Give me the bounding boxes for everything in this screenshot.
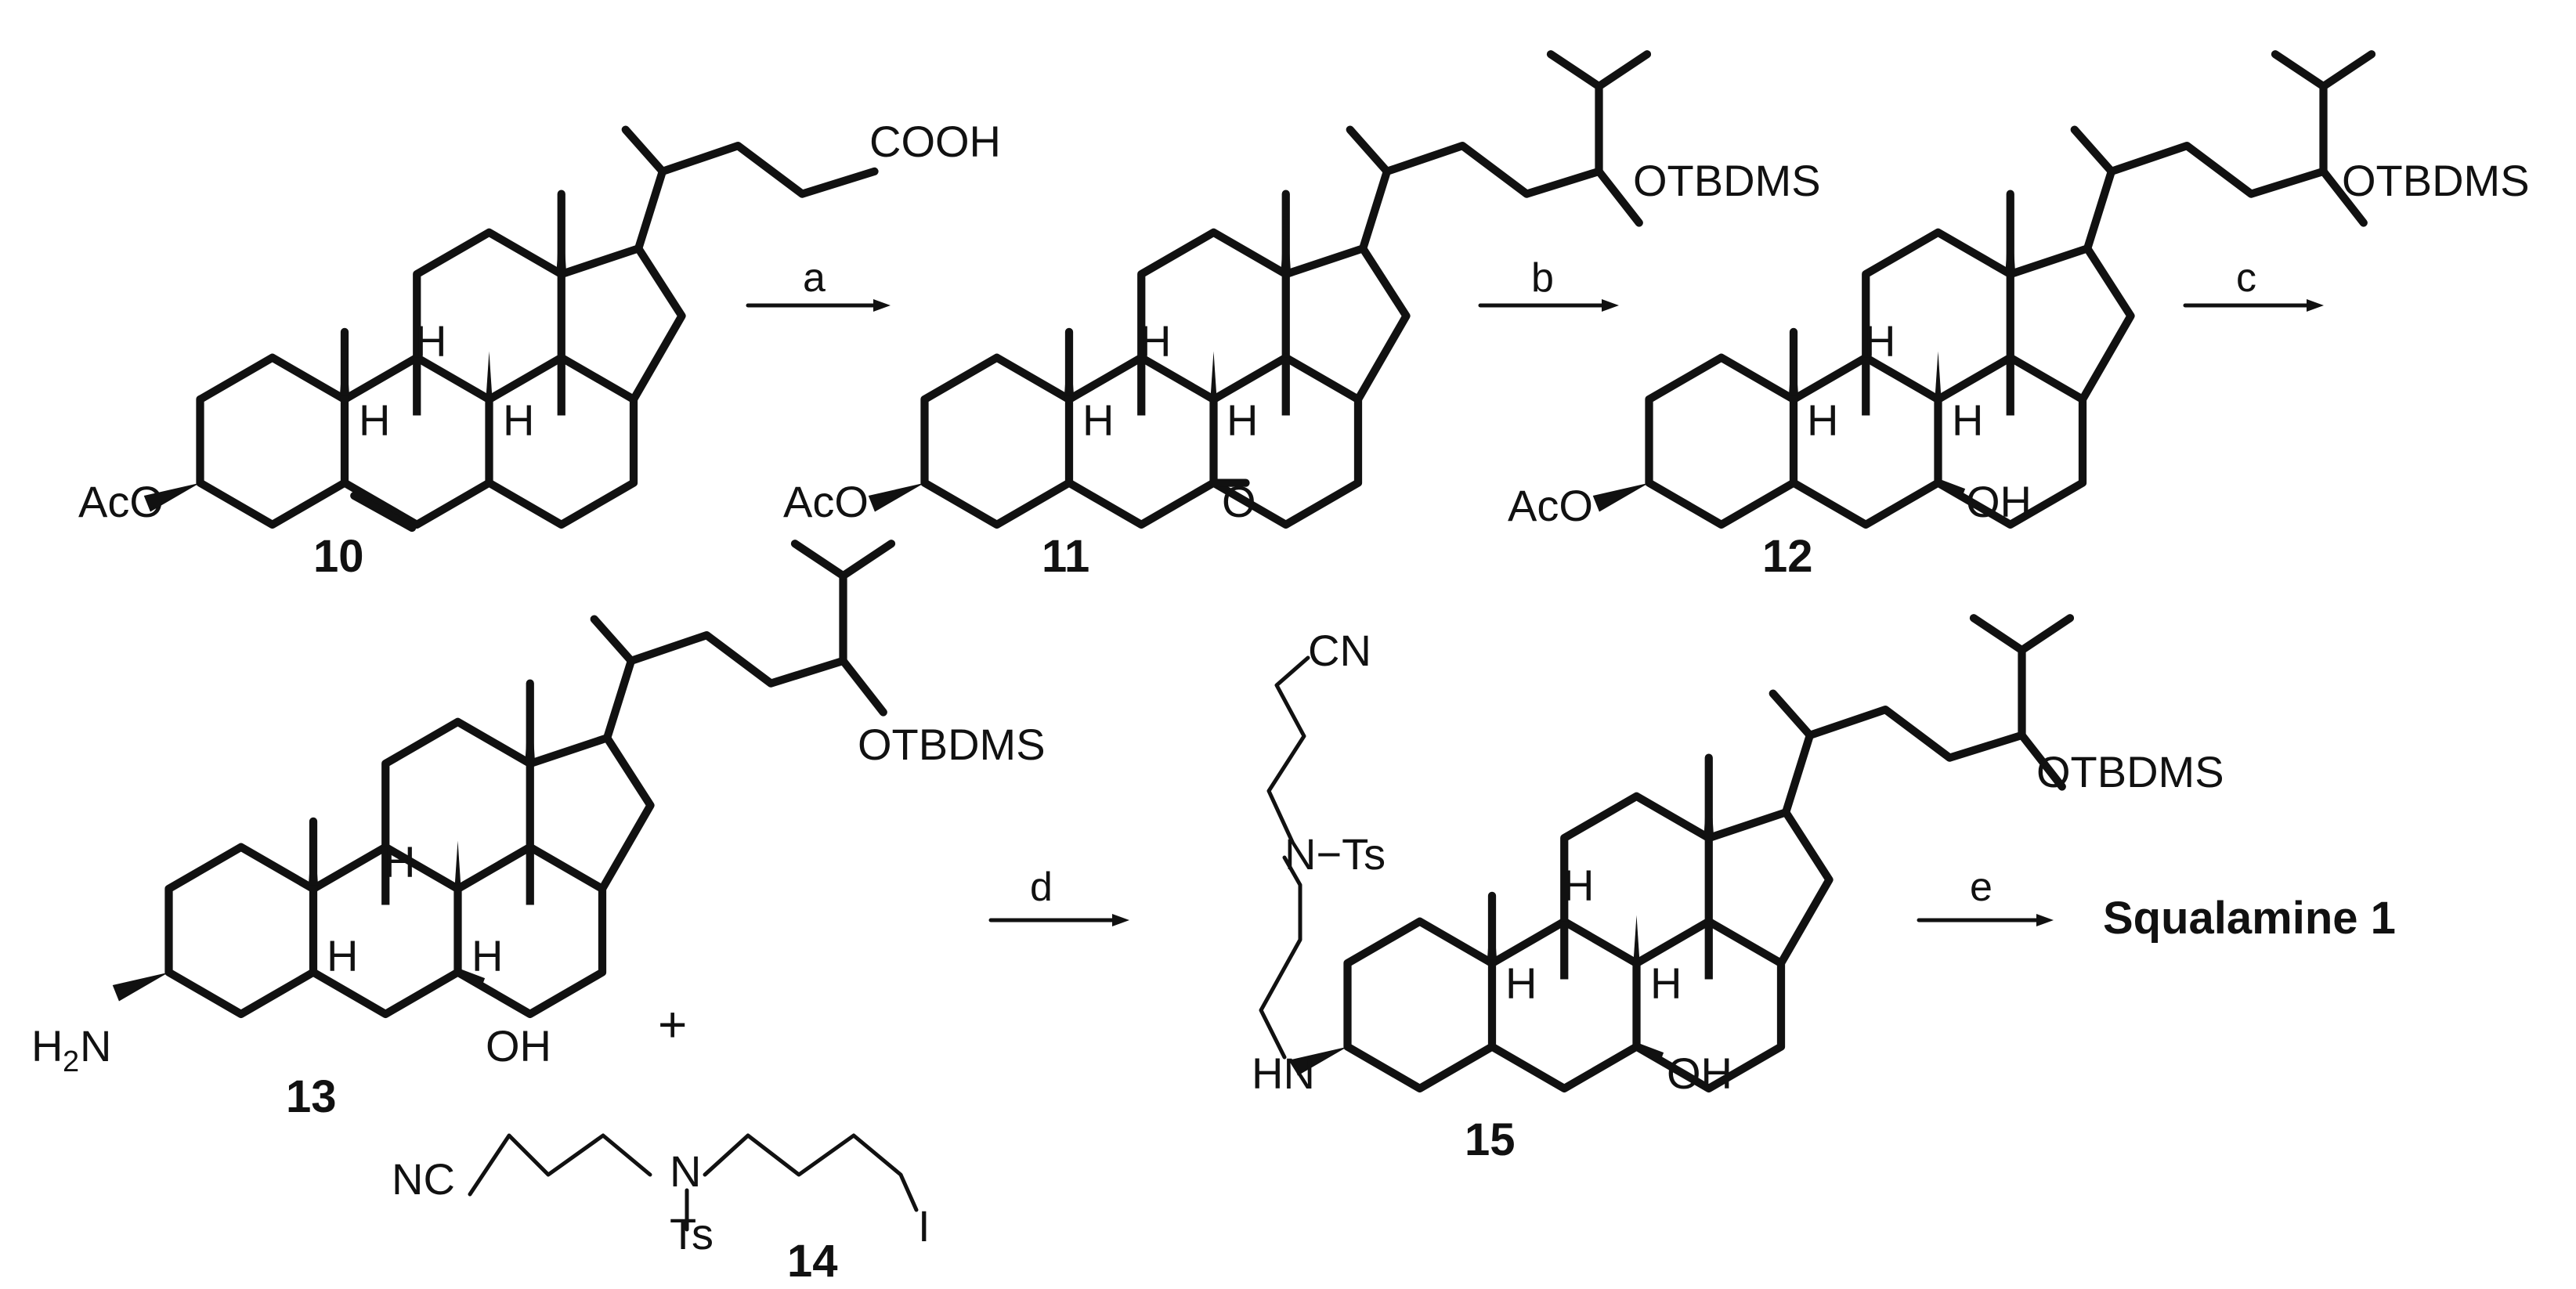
- compound-11-structure: [868, 50, 1652, 525]
- acid-group: COOH: [869, 117, 1001, 166]
- ring-h: H: [327, 931, 358, 980]
- ring-h: H: [1140, 316, 1171, 366]
- iodo-group: I: [918, 1201, 930, 1251]
- reaction-arrow-c: c: [2183, 255, 2324, 312]
- compound-15-aminopropyl-chain: [1259, 655, 1310, 1060]
- hydroxyl-group: OH: [1966, 477, 2032, 526]
- ring-h: H: [1650, 959, 1682, 1008]
- condition-a: a: [803, 255, 826, 301]
- nitrile-group: CN: [1308, 626, 1371, 675]
- condition-c: c: [2236, 255, 2256, 301]
- ring-h: H: [1505, 959, 1537, 1008]
- ring-h: H: [415, 316, 446, 366]
- plus-sign: +: [658, 996, 687, 1053]
- sulfonamide-n: N: [670, 1146, 701, 1196]
- acetoxy-group: AcO: [1508, 481, 1593, 530]
- condition-e: e: [1970, 865, 1993, 910]
- hydroxyl-group: OH: [486, 1021, 551, 1071]
- ketone-oxygen: O: [1222, 477, 1256, 526]
- ring-h: H: [1864, 316, 1895, 366]
- compound-10-structure: [143, 125, 879, 533]
- compound-label-10: 10: [313, 531, 364, 582]
- otbdms-group: OTBDMS: [1633, 156, 1821, 205]
- hydroxyl-group: OH: [1667, 1049, 1732, 1098]
- ring-h: H: [471, 931, 503, 980]
- compound-label-11: 11: [1042, 531, 1089, 582]
- ring-h: H: [1952, 395, 1983, 445]
- amino-subscript: 2: [63, 1045, 79, 1078]
- tosyl-group: Ts: [670, 1209, 714, 1258]
- otbdms-group: OTBDMS: [2036, 747, 2224, 796]
- compound-12-structure: [1592, 50, 2376, 525]
- condition-b: b: [1531, 255, 1554, 301]
- ring-h: H: [384, 837, 415, 886]
- ring-h: H: [1563, 861, 1594, 910]
- otbdms-group: OTBDMS: [858, 720, 1046, 769]
- reaction-arrow-d: d: [988, 865, 1129, 926]
- ring-h: H: [1082, 395, 1114, 445]
- ring-h: H: [359, 395, 390, 445]
- product-label: Squalamine 1: [2103, 893, 2396, 944]
- secondary-amine: HN: [1252, 1049, 1315, 1098]
- compound-label-15: 15: [1465, 1114, 1516, 1165]
- reaction-arrow-e: e: [1917, 865, 2054, 926]
- otbdms-group: OTBDMS: [2342, 156, 2530, 205]
- compound-14-structure: [468, 1133, 919, 1232]
- amino-group: H 2 N: [31, 1021, 111, 1078]
- compound-label-13: 13: [286, 1071, 337, 1122]
- reaction-arrow-a: a: [746, 255, 891, 312]
- acetoxy-group: AcO: [783, 477, 869, 526]
- compound-13-structure: [112, 540, 896, 1014]
- condition-d: d: [1030, 865, 1053, 910]
- reaction-arrow-b: b: [1478, 255, 1619, 312]
- compound-label-14: 14: [787, 1236, 838, 1287]
- amino-h: H: [31, 1021, 63, 1071]
- amino-n: N: [80, 1021, 111, 1071]
- ring-h: H: [1227, 395, 1258, 445]
- compound-15-structure: [1291, 614, 2075, 1089]
- ring-h: H: [503, 395, 534, 445]
- ring-h: H: [1807, 395, 1838, 445]
- sulfonamide-group: N−Ts: [1284, 829, 1386, 879]
- compound-label-12: 12: [1762, 531, 1813, 582]
- acetoxy-group: AcO: [78, 477, 164, 526]
- nitrile-group: NC: [392, 1154, 455, 1204]
